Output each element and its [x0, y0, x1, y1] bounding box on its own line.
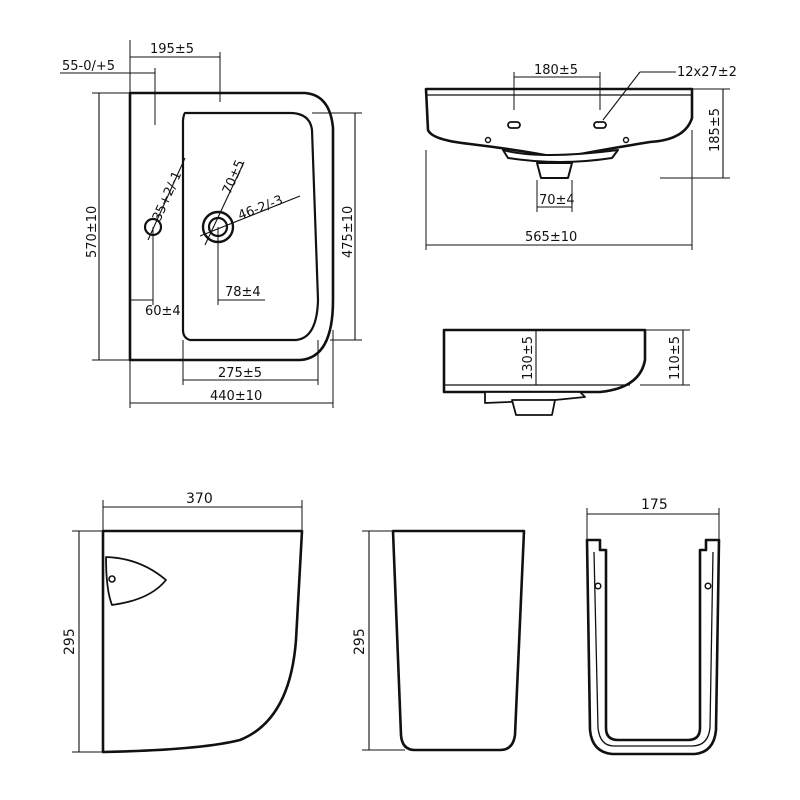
semi-pedestal-back-outline [585, 538, 721, 756]
basin-front-waste-body [502, 149, 619, 163]
dim-waste-dia-label: 70±4 [539, 193, 575, 208]
dim-depth-label: 570±10 [85, 206, 100, 258]
basin-bowl-outline [181, 111, 320, 342]
dim-overflow-pos-label: 55-0/+5 [62, 59, 115, 74]
dim-pedestal-side-height-label: 295 [62, 628, 78, 655]
dim-front-width-label: 565±10 [525, 230, 577, 245]
semi-pedestal-front-view: 295 [352, 529, 526, 752]
basin-side-waste [484, 391, 586, 404]
fixing-hole-left [507, 121, 521, 129]
dim-pedestal-front-height-label: 295 [352, 628, 368, 655]
basin-front-view: 180±5 12x27±2 185±5 70±4 565±10 [424, 63, 737, 250]
dim-pedestal-depth-label: 370 [186, 491, 213, 507]
semi-pedestal-side-opening [105, 556, 167, 606]
fixing-hole-right [593, 121, 607, 129]
dim-front-height-label: 185±5 [708, 108, 723, 152]
basin-side-view: 130±5 110±5 [442, 328, 690, 416]
semi-pedestal-front-outline [391, 529, 526, 752]
dim-waste-x-label: 78±4 [225, 285, 261, 300]
basin-top-view: 55-0/+5 195±5 570±10 35+2/-1 70±5 46-2/-… [60, 40, 362, 408]
dim-side-outer-label: 110±5 [668, 336, 683, 380]
dim-overflow-x-label: 60±4 [145, 304, 181, 319]
dim-pedestal-back-width-label: 175 [641, 497, 668, 513]
semi-pedestal-side-view: 370 295 [62, 491, 304, 754]
dim-bowl-depth-label: 475±10 [341, 206, 356, 258]
basin-front-waste-outlet [536, 162, 573, 179]
dim-width-label: 440±10 [210, 389, 262, 404]
dim-side-inner-label: 130±5 [521, 336, 536, 380]
semi-pedestal-back-view: 175 [585, 497, 721, 756]
dim-fix-holes-label: 12x27±2 [677, 65, 737, 80]
dim-fix-spacing-label: 180±5 [534, 63, 578, 78]
basin-side-outline [442, 328, 647, 394]
basin-front-outline [424, 87, 694, 160]
dim-tap-offset-label: 195±5 [150, 42, 194, 57]
dim-bowl-width-label: 275±5 [218, 366, 262, 381]
